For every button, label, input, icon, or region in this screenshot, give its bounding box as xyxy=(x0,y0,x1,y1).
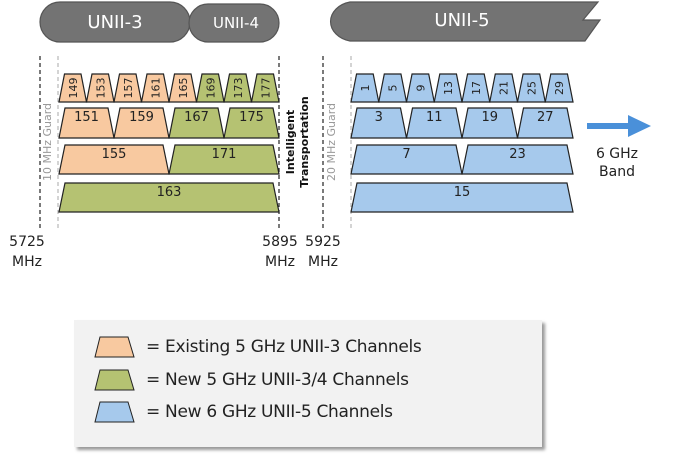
band-unii5-label: UNII-5 xyxy=(434,10,489,31)
arrow-icon xyxy=(587,115,651,137)
ch6-channel-13-label: 13 xyxy=(442,81,455,95)
ch6-channel-15-label: 15 xyxy=(454,185,471,200)
legend-item-new-5ghz: = New 5 GHz UNII-3/4 Channels xyxy=(94,368,409,392)
channels-5ghz: 149 153 157 161 165 169 173 177 151 159 167 175 155 1… xyxy=(58,73,280,213)
freq-5895-value: 5895 xyxy=(262,234,298,250)
legend-swatch-new-5ghz xyxy=(94,369,135,391)
ch6-channel-23-label: 23 xyxy=(509,147,526,162)
ch6-channel-25-label: 25 xyxy=(525,81,538,95)
ch5-channel-165-label: 165 xyxy=(177,78,190,99)
ch6-channel-9-label: 9 xyxy=(414,85,427,92)
ch5-channel-163 xyxy=(58,182,280,213)
ch6-channel-27-label: 27 xyxy=(537,110,554,125)
ch5-channel-173-label: 173 xyxy=(232,78,245,99)
ch6-channel-23 xyxy=(461,144,574,175)
ch6-channel-3-label: 3 xyxy=(375,110,383,125)
ch5-channel-153-label: 153 xyxy=(94,78,107,99)
channel-diagram: UNII-3 UNII-4 UNII-5 10 MHz Guard 20 MHz… xyxy=(9,1,651,270)
guard-10-label: 10 MHz Guard xyxy=(41,103,54,181)
ch5-channel-151-label: 151 xyxy=(74,110,99,125)
ch5-channel-171 xyxy=(168,144,280,175)
band-unii3-label: UNII-3 xyxy=(87,12,142,33)
ch6-channel-29 xyxy=(544,73,574,103)
ch5-channel-177-label: 177 xyxy=(259,78,272,99)
band-unii5: UNII-5 xyxy=(330,1,602,42)
freq-5725-value: 5725 xyxy=(9,234,45,250)
ch6-channel-21-label: 21 xyxy=(498,81,511,95)
freq-5895-unit: MHz xyxy=(265,254,295,270)
ch5-channel-175-label: 175 xyxy=(239,110,264,125)
ch6-channel-27 xyxy=(516,107,574,139)
legend-label-new-5ghz: = New 5 GHz UNII-3/4 Channels xyxy=(146,370,409,390)
ch5-channel-159-label: 159 xyxy=(129,110,154,125)
ch5-channel-149-label: 149 xyxy=(67,78,80,99)
legend: = Existing 5 GHz UNII-3 Channels = New 5… xyxy=(74,320,542,447)
arrow-label-line1: 6 GHz xyxy=(596,146,638,162)
ch5-channel-171-label: 171 xyxy=(212,147,237,162)
its-label-line2: Transportation xyxy=(298,96,311,187)
legend-item-existing: = Existing 5 GHz UNII-3 Channels xyxy=(94,335,422,359)
legend-item-new-6ghz: = New 6 GHz UNII-5 Channels xyxy=(94,400,393,424)
ch5-channel-155-label: 155 xyxy=(102,147,127,162)
ch6-channel-7-label: 7 xyxy=(402,147,410,162)
ch6-channel-1-label: 1 xyxy=(359,85,372,92)
legend-label-existing: = Existing 5 GHz UNII-3 Channels xyxy=(146,337,422,357)
band-unii4-label: UNII-4 xyxy=(213,14,259,32)
ch5-channel-167-label: 167 xyxy=(184,110,209,125)
freq-5725-unit: MHz xyxy=(12,254,42,270)
ch6-channel-17-label: 17 xyxy=(470,81,483,95)
ch5-channel-177 xyxy=(250,73,280,103)
band-unii4: UNII-4 xyxy=(188,3,280,43)
freq-5925-value: 5925 xyxy=(305,234,341,250)
arrow-label-line2: Band xyxy=(599,164,635,180)
band-unii3: UNII-3 xyxy=(39,1,191,43)
ch5-channel-163-label: 163 xyxy=(157,185,182,200)
ch6-channel-19-label: 19 xyxy=(481,110,498,125)
ch5-channel-157-label: 157 xyxy=(122,78,135,99)
ch6-channel-5-label: 5 xyxy=(387,85,400,92)
ch5-channel-175 xyxy=(223,107,280,139)
ch5-channel-169-label: 169 xyxy=(204,78,217,99)
ch5-channel-161-label: 161 xyxy=(149,78,162,99)
legend-swatch-new-6ghz xyxy=(94,401,135,423)
ch6-channel-15 xyxy=(350,182,574,213)
guard-20-label: 20 MHz Guard xyxy=(325,103,338,181)
ch6-channel-11-label: 11 xyxy=(426,110,443,125)
freq-5925-unit: MHz xyxy=(308,254,338,270)
legend-swatch-existing xyxy=(94,336,135,358)
legend-label-new-6ghz: = New 6 GHz UNII-5 Channels xyxy=(146,402,393,422)
its-label-line1: Intelligent xyxy=(284,110,297,174)
ch6-channel-29-label: 29 xyxy=(553,81,566,95)
